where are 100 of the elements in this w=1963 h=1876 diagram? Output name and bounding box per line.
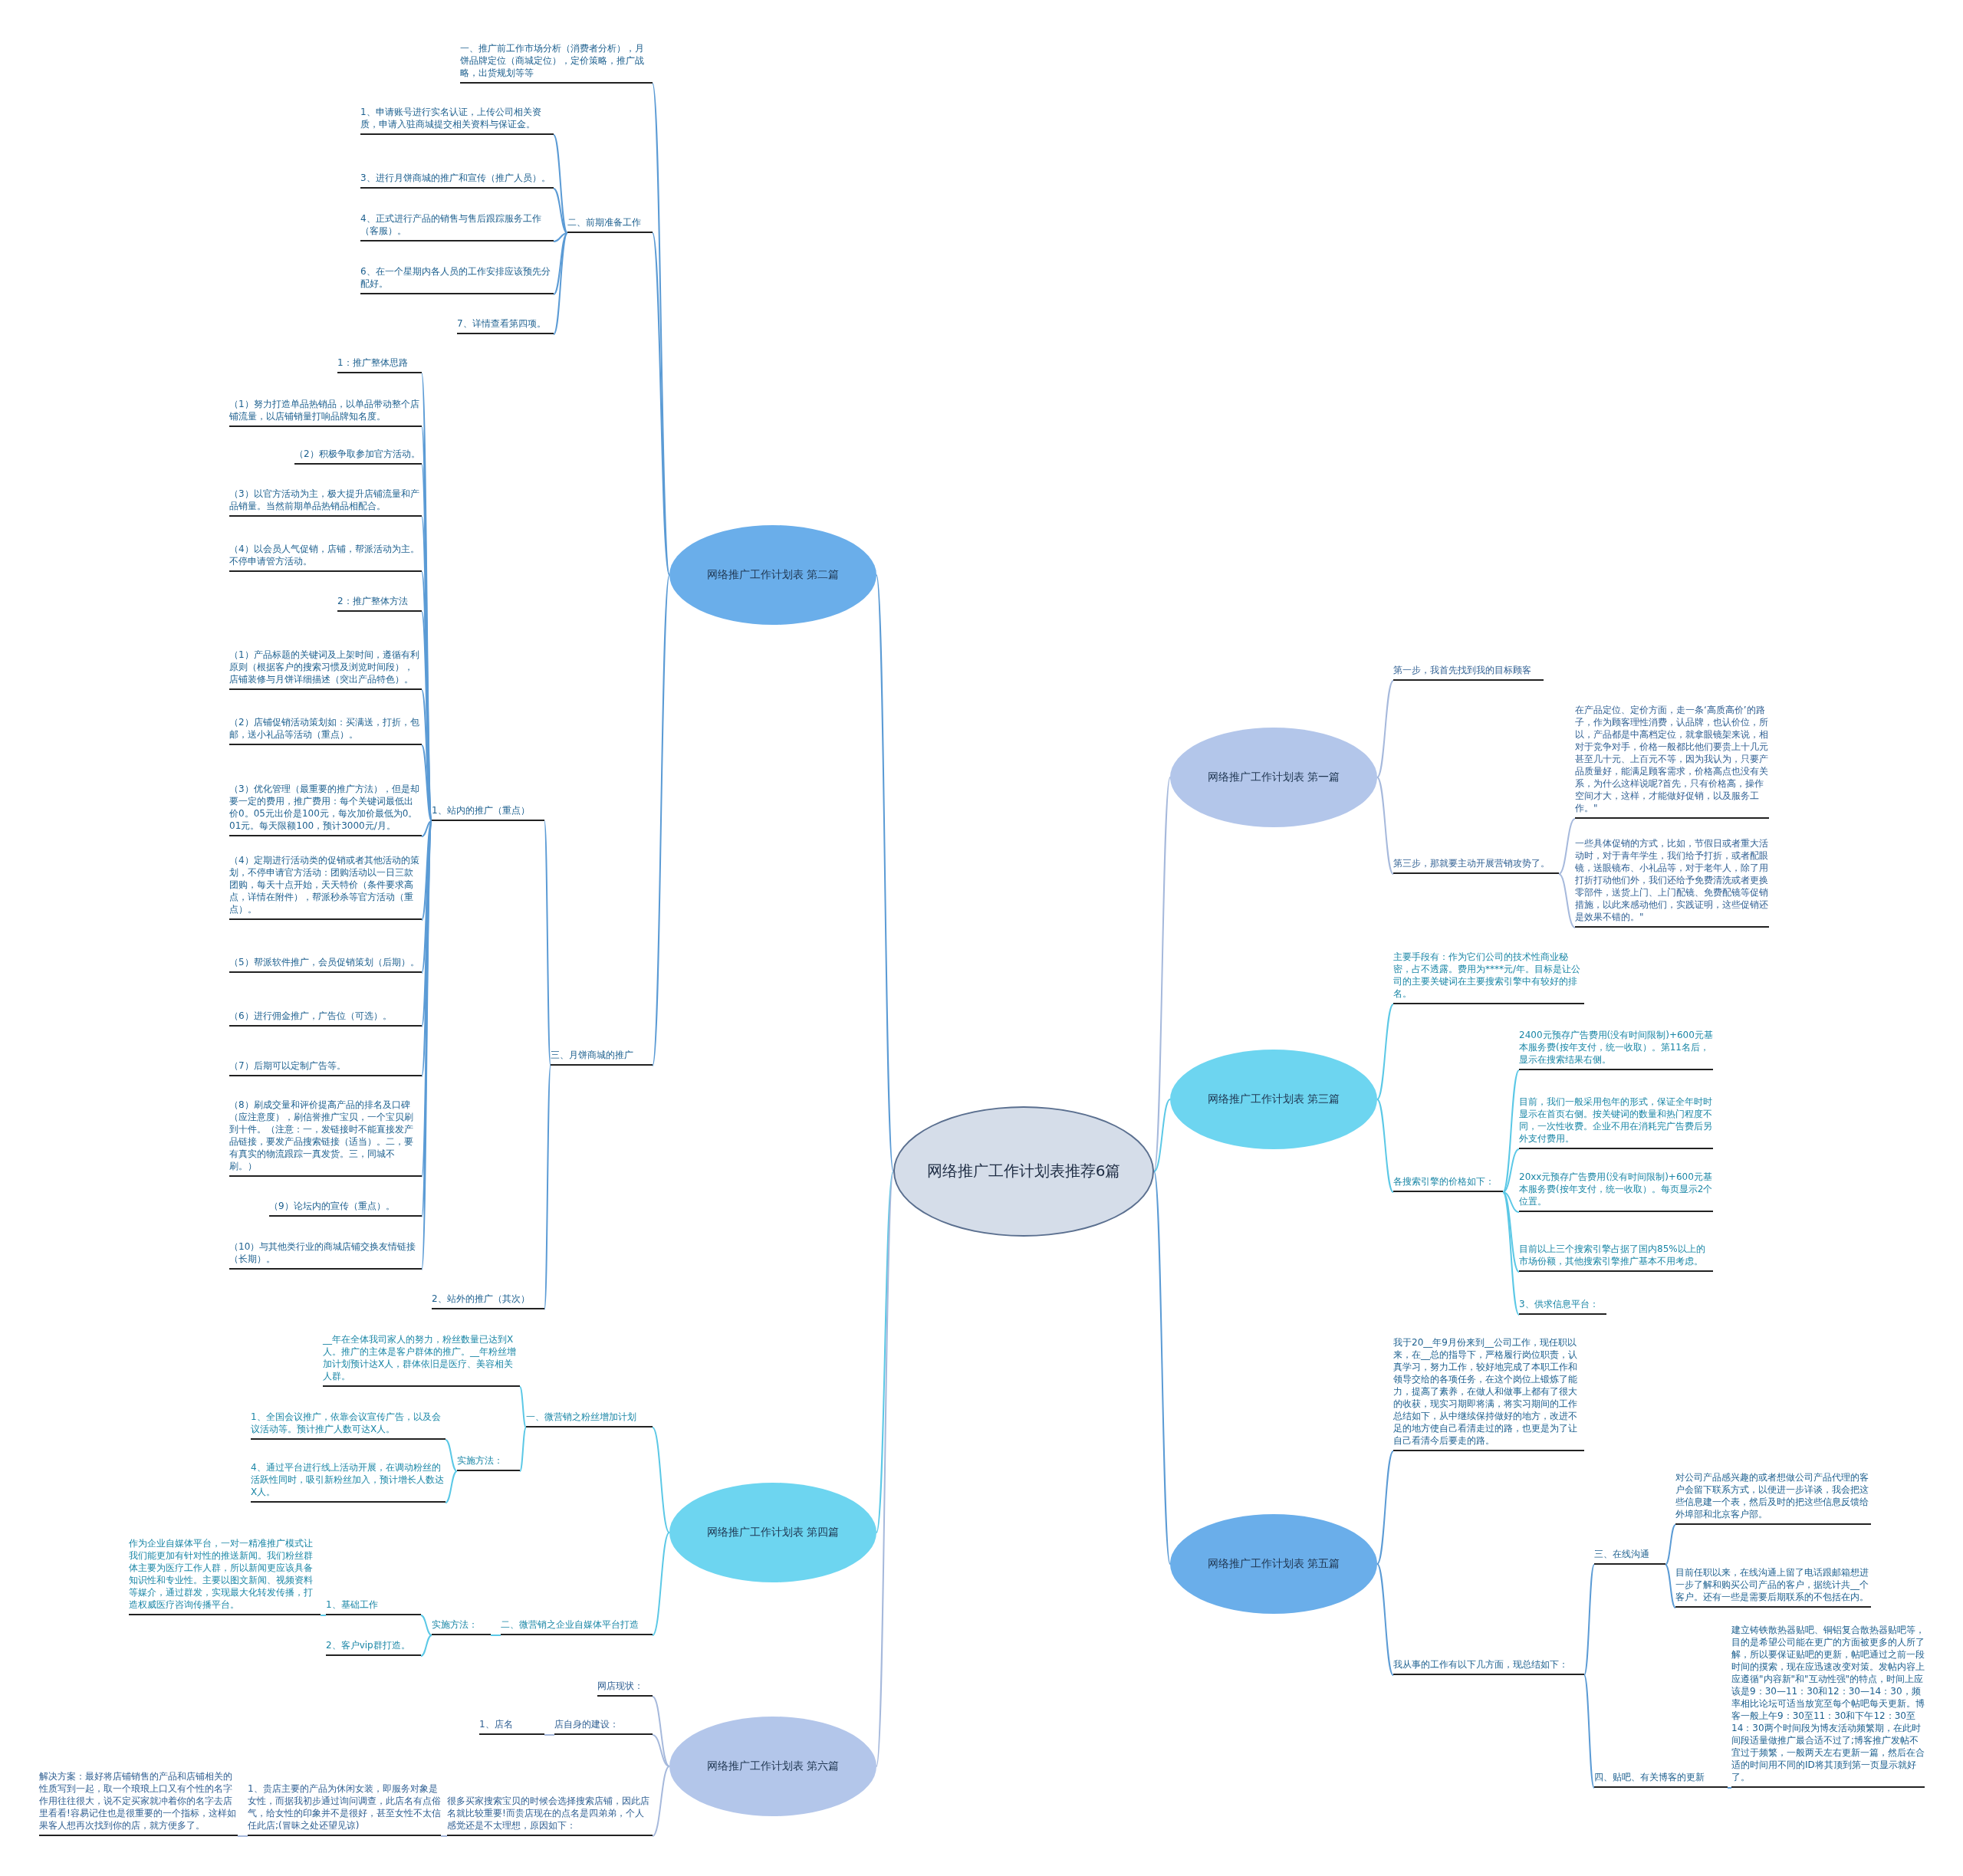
topic-label: 对公司产品感兴趣的或者想做公司产品代理的客户会留下联系方式，以便进一步详谈，我会把这些信息建一个表，然后及时的把这些信息反馈给外埠部和北京客户部。	[1675, 1471, 1871, 1525]
topic-label: 我从事的工作有以下几方面，现总结如下：	[1393, 1658, 1584, 1675]
topic-label: 作为企业自媒体平台，一对一精准推广模式让我们能更加有针对性的推送新闻。我们粉丝群体主要为医疗工作人群，所以新闻更应该具备知识性和专业性。主要以图文新闻、视频资料等媒介，通过群发，实现最大化转发传播，打造权威医疗咨询传播平台。	[129, 1537, 321, 1615]
connector-line	[553, 188, 568, 234]
topic-label: （1）努力打造单品热销品，以单品带动整个店铺流量，以店铺销量打响品牌知名度。	[229, 398, 422, 427]
topic-label: 1、贵店主要的产品为休闲女装，即服务对象是女性，而据我初步通过询问调查，此店名有点俗气，给女性的印象并不是很好，甚至女性不太信任此店;(冒昧之处还望见谅)	[248, 1782, 441, 1836]
topic-label: 三、月饼商城的推广	[551, 1049, 653, 1066]
branch-topic-ellipse: 网络推广工作计划表 第四篇	[669, 1483, 876, 1582]
topic-label: 目前，我们一般采用包年的形式，保证全年时时显示在首页右侧。按关键词的数量和热门程度不同，一次性收费。企业不用在消耗完广告费后另外支付费用。	[1519, 1096, 1713, 1149]
connector-line	[1376, 1099, 1394, 1193]
connector-line	[1502, 1069, 1520, 1193]
connector-line	[320, 1615, 327, 1616]
topic-label: 目前任职以来，在线沟通上留了电话跟邮箱想进一步了解和购买公司产品的客户，据统计共__个客户。还有一些是需要后期联系的不包括在内。	[1675, 1566, 1871, 1608]
connector-line	[652, 1766, 670, 1837]
connector-line	[652, 574, 670, 1066]
connector-line	[445, 1470, 458, 1503]
central-topic-ellipse: 网络推广工作计划表推荐6篇	[893, 1106, 1154, 1237]
topic-label: 4、通过平台进行线上活动开展，在调动粉丝的活跃性同时，吸引新粉丝加入，预计增长人数达X人。	[251, 1461, 446, 1503]
connector-line	[1153, 777, 1171, 1172]
connector-line	[544, 1734, 555, 1736]
connector-line	[1376, 1563, 1394, 1676]
topic-label: 主要手段有：作为它们公司的技术性商业秘密，占不透露。费用为****元/年。目标是让公司的主要关键词在主要搜索引擎中有较好的排名。	[1393, 951, 1584, 1004]
connector-line	[1727, 1787, 1732, 1789]
topic-label: 在产品定位、定价方面，走一条‘高质高价’的路子，作为顾客理性消费，认品牌，也认价位，所以，产品都是中高档定位，就拿眼镜架来说，相对于竞争对手，价格一般都比他们要贵上十几元甚至几十元、上百元不等，因为我认为，只要产品质量好，能满足顾客需求，价格高点也没有关系，为什么这样说呢?首先，只有价格高，操作空间才大，这样，才能做好促销，以及服务工作。"	[1575, 704, 1769, 819]
connector-line	[1502, 1191, 1520, 1316]
connector-line	[420, 1615, 432, 1636]
connector-line	[519, 1386, 527, 1428]
topic-label: 三、在线沟通	[1594, 1548, 1665, 1565]
connector-line	[652, 1532, 670, 1636]
topic-label: （2）店铺促销活动策划如：买满送，打折，包邮，送小礼品等活动（重点）。	[229, 716, 422, 745]
connector-line	[421, 820, 432, 921]
topic-label: 一、推广前工作市场分析（消费者分析），月饼品牌定位（商城定位），定价策略，推广战略，出货规划等等	[460, 42, 653, 84]
connector-line	[1583, 1674, 1595, 1789]
connector-line	[544, 820, 551, 1066]
topic-label: 第一步，我首先找到我的目标顾客	[1393, 664, 1544, 681]
connector-line	[445, 1439, 458, 1472]
topic-label: （4）定期进行活动类的促销或者其他活动的策划，不停申请官方活动：团购活动以一日三款团购，每天十点开始，天天特价（条件要求高点，详情在附件），帮派秒杀等官方活动（重点）。	[229, 854, 422, 920]
topic-label: （8）刷成交量和评价提高产品的排名及口碑（应注意度），刷信誉推广宝贝，一个宝贝刷到十件。（注意：一，发链接时不能直接发产品链接，要发产品搜索链接（适当）。二，要有真实的物流跟踪一真发货。三，同城不刷。）	[229, 1099, 422, 1177]
connector-line	[1502, 1191, 1520, 1213]
connector-line	[420, 1635, 432, 1657]
topic-label: 实施方法：	[432, 1618, 491, 1635]
connector-line	[1583, 1564, 1595, 1676]
branch-topic-ellipse: 网络推广工作计划表 第一篇	[1170, 728, 1377, 827]
topic-label: 20xx元预存广告费用(没有时间限制)+600元基本服务费(按年支付，统一收取）。每页显示2个位置。	[1519, 1171, 1713, 1212]
topic-label: （3）优化管理（最重要的推广方法），但是却要一定的费用，推广费用：每个关键词最低出价0。05元出价是100元，每次加价最低为0。01元。每天限额100，预计3000元/月。	[229, 783, 422, 836]
connector-line	[876, 574, 894, 1172]
connector-line	[553, 134, 568, 234]
topic-label: 店自身的建设：	[554, 1718, 653, 1735]
topic-label: 1、全国会议推广，依靠会议宣传广告，以及会议活动等。预计推广人数可达X人。	[251, 1411, 446, 1440]
connector-line	[1502, 1148, 1520, 1193]
topic-label: 实施方法：	[457, 1454, 520, 1471]
topic-label: 二、前期准备工作	[567, 216, 653, 233]
topic-label: 2、客户vip群打造。	[326, 1639, 421, 1656]
topic-label: （6）进行佣金推广，广告位（可选）。	[229, 1010, 422, 1027]
connector-line	[553, 232, 568, 335]
connector-line	[421, 744, 432, 822]
topic-label: （9）论坛内的宣传（重点）。	[269, 1200, 422, 1217]
topic-label: 一、微营销之粉丝增加计划	[526, 1411, 653, 1428]
connector-line	[1153, 1099, 1171, 1172]
connector-line	[1376, 1451, 1394, 1565]
topic-label: （10）与其他类行业的商城店铺交换友情链接（长期）。	[229, 1240, 422, 1270]
topic-label: 2：推广整体方法	[337, 595, 422, 612]
topic-label: 3、进行月饼商城的推广和宣传（推广人员）。	[360, 172, 554, 189]
connector-line	[1558, 873, 1576, 928]
branch-topic-ellipse: 网络推广工作计划表 第三篇	[1170, 1050, 1377, 1149]
topic-label: 1：推广整体思路	[337, 356, 422, 373]
topic-label: （7）后期可以定制广告等。	[229, 1060, 422, 1076]
connector-line	[652, 1427, 670, 1533]
topic-label: 2、站外的推广（其次）	[432, 1293, 544, 1309]
connector-line	[490, 1635, 501, 1636]
connector-line	[1665, 1564, 1676, 1608]
connector-line	[1376, 777, 1394, 875]
topic-label: 网店现状：	[597, 1680, 653, 1697]
topic-label: （3）以官方活动为主，极大提升店铺流量和产品销量。当然前期单品热销品相配合。	[229, 488, 422, 517]
topic-label: 第三步，那就要主动开展营销攻势了。	[1393, 857, 1559, 874]
topic-label: 3、供求信息平台：	[1519, 1298, 1606, 1315]
topic-label: 6、在一个星期内各人员的工作安排应该预先分配好。	[360, 265, 554, 294]
connector-line	[519, 1427, 527, 1472]
connector-line	[1376, 1004, 1394, 1100]
topic-label: 1、申请账号进行实名认证，上传公司相关资质，申请入驻商城提交相关资料与保证金。	[360, 106, 554, 135]
branch-topic-ellipse: 网络推广工作计划表 第二篇	[669, 525, 876, 625]
connector-line	[440, 1835, 448, 1837]
topic-label: 很多买家搜索宝贝的时候会选择搜索店铺，因此店名就比较重要!而贵店现在的点名是四弟弟，个人感觉还是不太理想，原因如下：	[447, 1795, 653, 1836]
topic-label: 建立铸铁散热器贴吧、铜铝复合散热器贴吧等，目的是希望公司能在更广的方面被更多的人所了解，所以要保证贴吧的更新，帖吧通过之前一段时间的摸索，现在应迅速改变对策。发帖内容上应遵循"内容新"和"互动性强"的特点，时间上应该是9：30—11：30和12：30—14：30，频率相比论坛可适当放宽至每个帖吧每天更新。博客一般上午9：30至11：30和下午12：30至14：30两个时间段为博友活动频繁期，在此时间段适量做推广最合适不过了;博客推广发帖不宜过于频繁，一般两天左右更新一篇，然后在合适的时间用不同的ID将其顶到第一页显示就好了。	[1731, 1624, 1925, 1788]
topic-label: 1、店名	[479, 1718, 544, 1735]
topic-label: __年在全体我司家人的努力，粉丝数量已达到X人。推广的主体是客户群体的推广。__年粉丝增加计划预计达X人，群体依旧是医疗、美容相关人群。	[323, 1333, 520, 1387]
connector-line	[544, 1065, 551, 1310]
connector-line	[1558, 818, 1576, 875]
connector-line	[1153, 1171, 1171, 1565]
topic-label: （2）积极争取参加官方活动。	[294, 448, 422, 465]
connector-line	[876, 1171, 894, 1767]
connector-line	[421, 820, 432, 837]
connector-line	[553, 232, 568, 242]
connector-line	[876, 1171, 894, 1533]
topic-label: 2400元预存广告费用(没有时间限制)+600元基本服务费(按年支付，统一收取）。第11名后，显示在搜索结果右侧。	[1519, 1029, 1713, 1070]
connector-line	[652, 232, 670, 576]
topic-label: 各搜索引擎的价格如下：	[1393, 1175, 1503, 1192]
topic-label: 4、正式进行产品的销售与售后跟踪服务工作（客服）。	[360, 212, 554, 241]
topic-label: 1、基础工作	[326, 1598, 421, 1615]
topic-label: 四、贴吧、有关博客的更新	[1594, 1771, 1728, 1788]
